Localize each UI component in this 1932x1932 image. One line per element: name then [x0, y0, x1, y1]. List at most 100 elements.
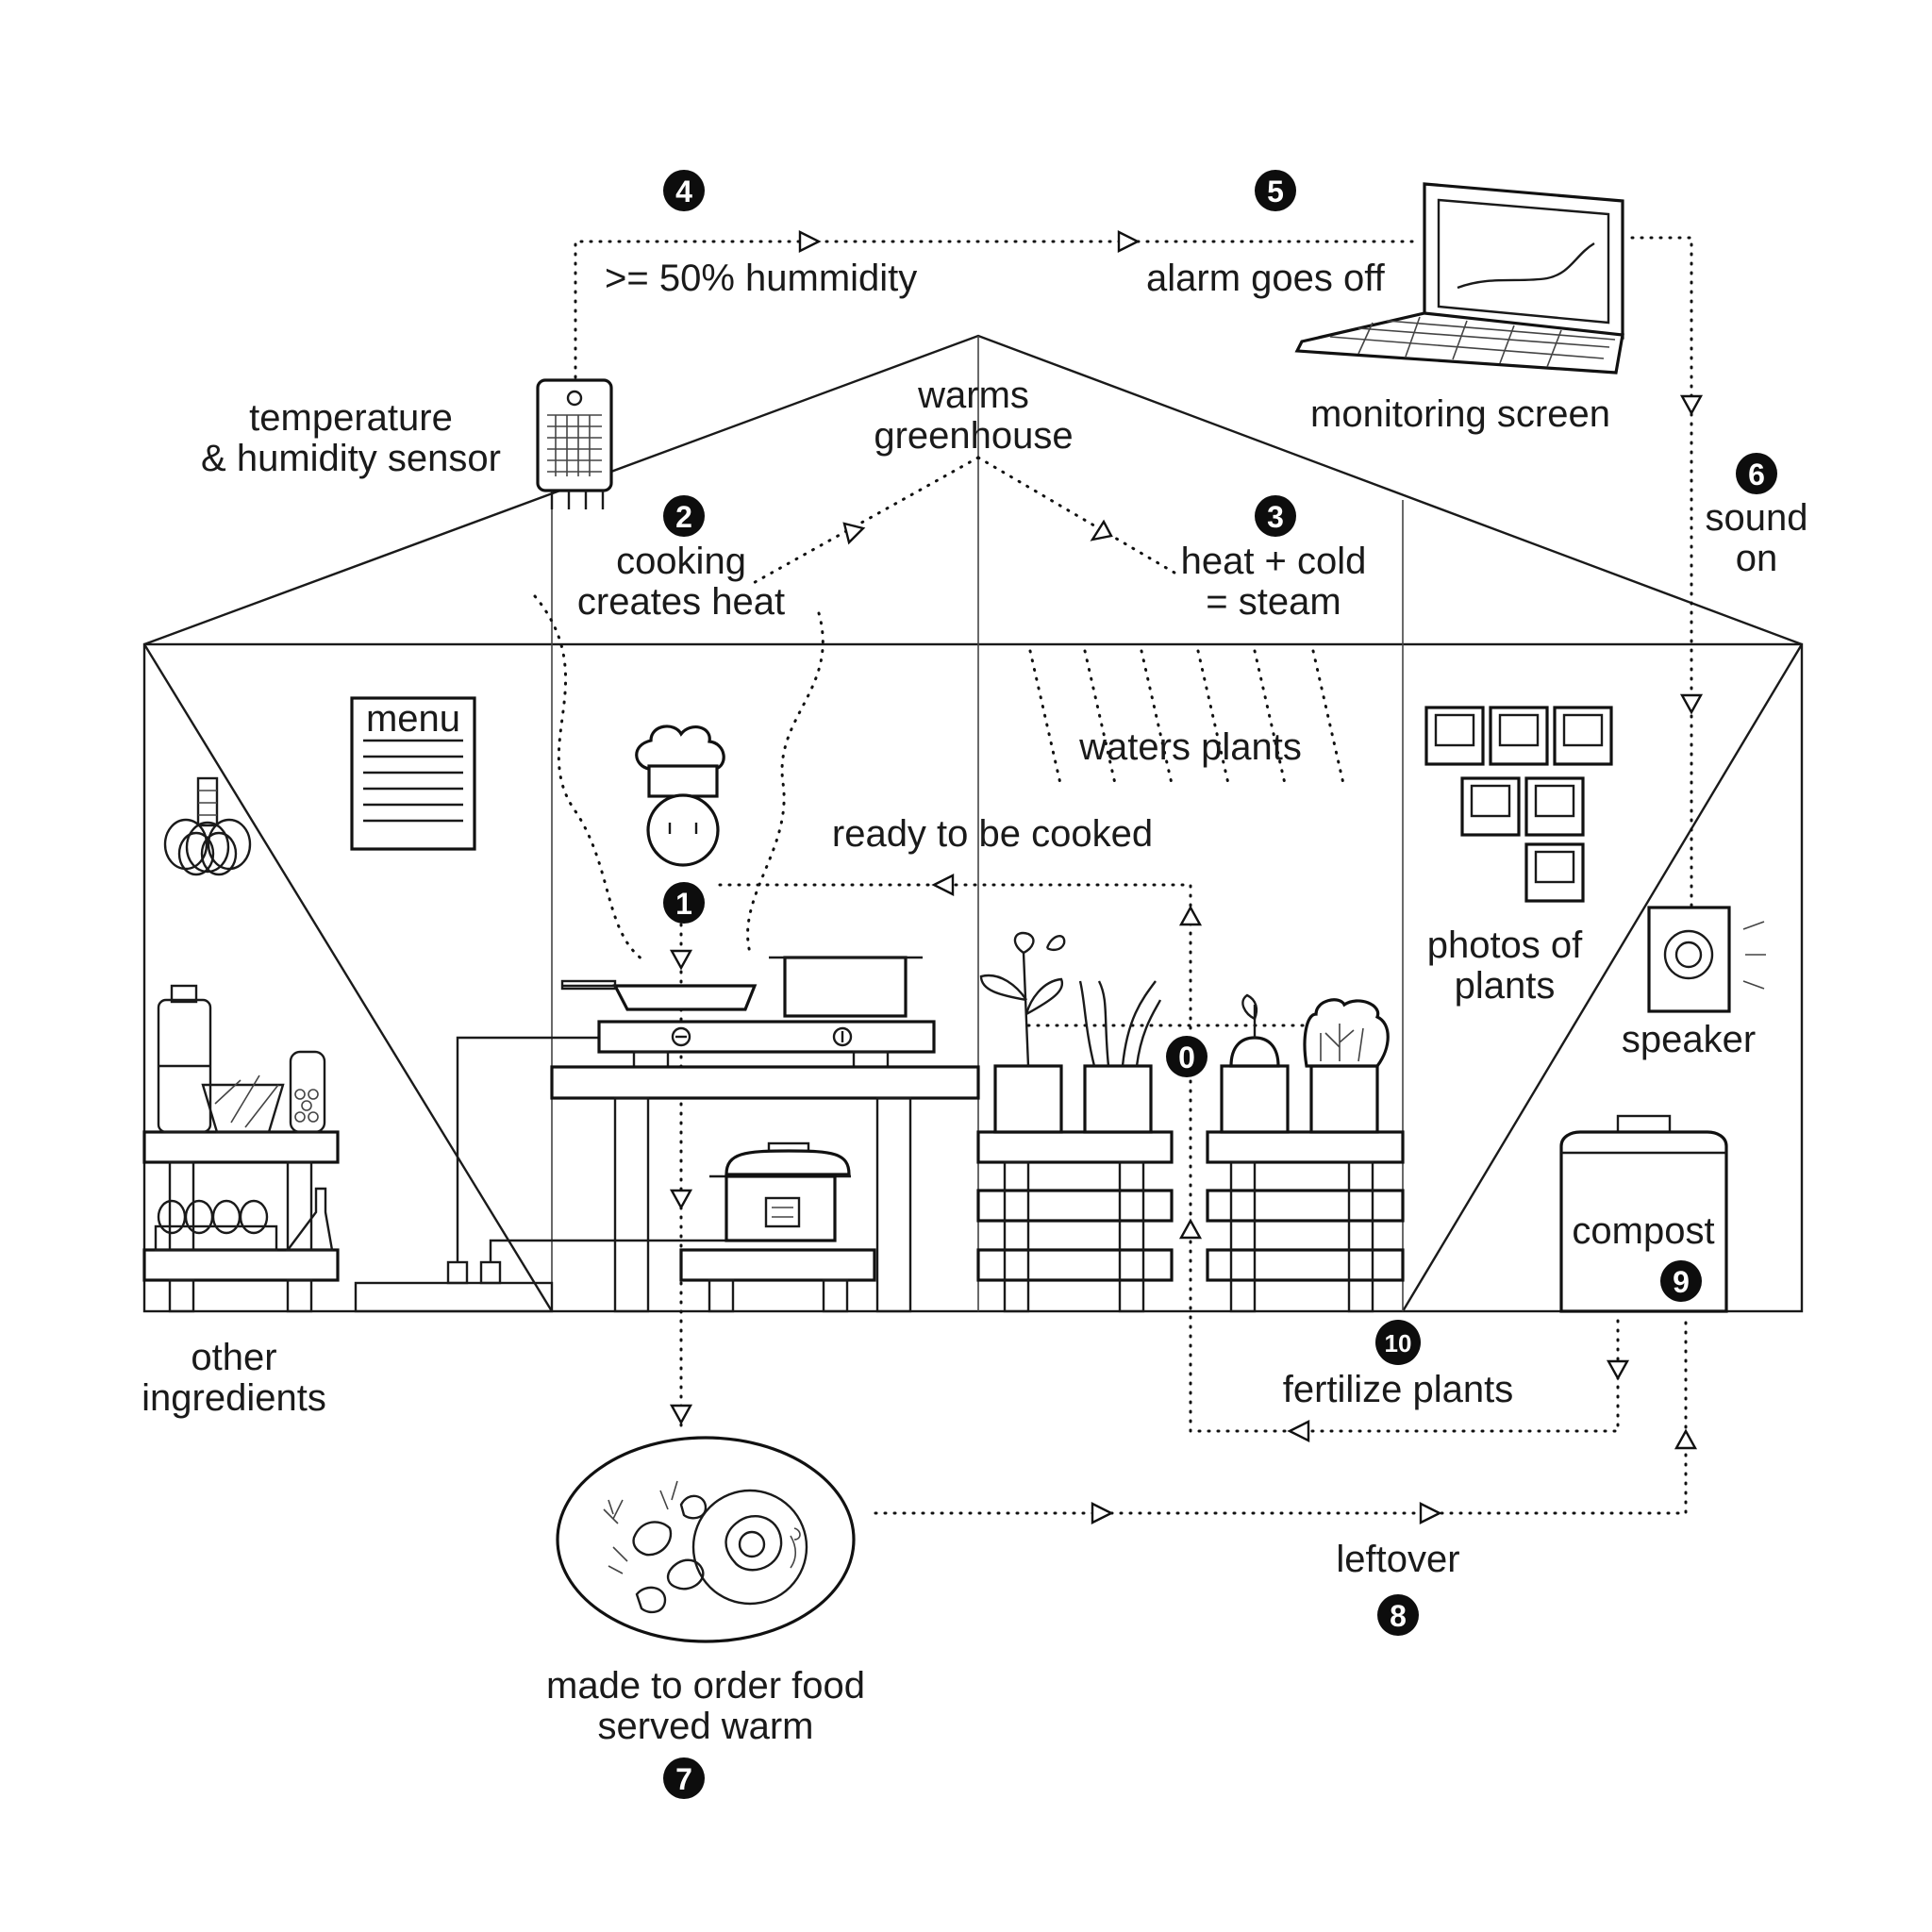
arrow-down-icon: [1090, 519, 1113, 541]
label-other-2: ingredients: [142, 1377, 326, 1419]
label-leftover: leftover: [1336, 1539, 1459, 1580]
house-body: [142, 642, 1804, 1313]
label-cooking-2: creates heat: [577, 581, 785, 623]
vegetables-icon: [603, 1480, 708, 1614]
right-diagonal: [1401, 643, 1804, 1312]
arrow-up-icon: [842, 522, 866, 545]
step-badge-1: 1: [663, 882, 705, 924]
svg-text:6: 6: [1748, 458, 1765, 491]
step-badge-2: 2: [663, 495, 705, 537]
kitchen-counter: [550, 1065, 980, 1100]
label-ready: ready to be cooked: [832, 813, 1153, 855]
plant-pot-icon: [993, 1064, 1063, 1134]
step-badge-7: 7: [663, 1757, 705, 1799]
ingredient-shelf: [142, 984, 340, 1313]
arrow-up-icon: [1178, 1218, 1203, 1240]
path-ready-to-cook: [715, 883, 1192, 1030]
path-leftover: [874, 1319, 1688, 1515]
arrow-right-icon: [1419, 1502, 1442, 1524]
arrow-right-icon: [1117, 230, 1141, 253]
step-badge-3: 3: [1255, 495, 1296, 537]
spice-jar-icon: [289, 1050, 326, 1134]
arrow-down-icon: [669, 1404, 693, 1425]
step-badge-9: 9: [1660, 1260, 1702, 1302]
svg-text:5: 5: [1267, 175, 1284, 208]
arrow-right-icon: [798, 230, 822, 253]
arrow-up-icon: [1674, 1428, 1698, 1450]
path-steam-down: [976, 456, 1181, 577]
label-humidity: >= 50% hummidity: [605, 258, 917, 299]
svg-text:8: 8: [1390, 1599, 1407, 1633]
label-menu: menu: [366, 698, 460, 740]
fried-egg-icon: [724, 1514, 783, 1572]
svg-text:0: 0: [1178, 1041, 1195, 1074]
flask-icon: [285, 1187, 334, 1252]
step-badges: 0 1 2 3 4 5 6 7 8 9 10: [663, 170, 1777, 1799]
plant-photos-icon: [1424, 706, 1613, 903]
label-steam-1: heat + cold: [1181, 541, 1367, 582]
path-cooking-up: [748, 456, 980, 587]
arrow-left-icon: [931, 874, 955, 896]
svg-text:10: 10: [1385, 1329, 1412, 1357]
eggs-icon: [154, 1199, 278, 1252]
stovetop-icon: [597, 1020, 936, 1054]
label-food-1: made to order food: [546, 1665, 865, 1707]
speaker-icon: [1647, 906, 1766, 1013]
svg-text:1: 1: [675, 887, 692, 921]
step-badge-8: 8: [1377, 1594, 1419, 1636]
svg-text:2: 2: [675, 500, 692, 534]
arrow-down-icon: [669, 1189, 693, 1210]
label-compost: compost: [1572, 1210, 1714, 1252]
svg-text:9: 9: [1673, 1265, 1690, 1299]
lettuce-icon: [1303, 998, 1390, 1068]
label-sensor-2: & humidity sensor: [201, 438, 501, 479]
arrow-down-icon: [1679, 693, 1704, 715]
arrow-right-icon: [1091, 1502, 1114, 1524]
svg-text:7: 7: [675, 1762, 692, 1796]
svg-text:3: 3: [1267, 500, 1284, 534]
label-steam-2: = steam: [1206, 581, 1341, 623]
arrow-down-icon: [1679, 394, 1704, 416]
label-alarm: alarm goes off: [1146, 258, 1386, 299]
arrow-down-icon: [1606, 1359, 1630, 1381]
arrow-left-icon: [1287, 1420, 1310, 1442]
arrow-down-icon: [669, 949, 693, 971]
plant-pot-icon: [1220, 1064, 1290, 1134]
heat-wave-right: [746, 611, 824, 955]
sprout-icon: [979, 931, 1066, 1067]
pot-icon: [783, 956, 908, 1018]
arrowheads: [669, 230, 1704, 1524]
step-badge-4: 4: [663, 170, 705, 211]
heat-wave-left: [533, 594, 648, 964]
label-warms-1: warms: [917, 375, 1029, 416]
plant-shelves: [976, 931, 1405, 1313]
label-waters: waters plants: [1078, 726, 1302, 768]
plant-pot-icon: [1309, 1064, 1379, 1134]
label-fertilize: fertilize plants: [1283, 1369, 1514, 1410]
label-other-1: other: [191, 1337, 276, 1378]
label-sound-1: sound: [1706, 497, 1808, 539]
label-food-2: served warm: [598, 1706, 814, 1747]
label-photos-1: photos of: [1427, 924, 1583, 966]
greenhouse-structure: [142, 334, 1804, 1313]
label-monitoring: monitoring screen: [1310, 393, 1610, 435]
food-plate-icon: [556, 1436, 856, 1643]
arrow-up-icon: [1178, 905, 1203, 926]
menu-board-icon: [350, 696, 476, 851]
label-warms-2: greenhouse: [874, 415, 1073, 457]
step-badge-6: 6: [1736, 453, 1777, 494]
label-sensor-1: temperature: [249, 397, 453, 439]
labels: >= 50% hummidity alarm goes off temperat…: [142, 258, 1807, 1747]
label-photos-2: plants: [1455, 965, 1556, 1007]
frying-pan-icon: [612, 984, 758, 1011]
step-badge-0: 0: [1166, 1036, 1208, 1077]
label-cooking-1: cooking: [616, 541, 746, 582]
label-sound-2: on: [1736, 538, 1778, 579]
bottle-cap-icon: [170, 984, 198, 1004]
step-badge-10: 10: [1375, 1320, 1421, 1365]
cooking-station: [550, 956, 980, 1313]
chili-bowl-icon: [201, 1083, 285, 1134]
label-speaker: speaker: [1622, 1019, 1756, 1060]
